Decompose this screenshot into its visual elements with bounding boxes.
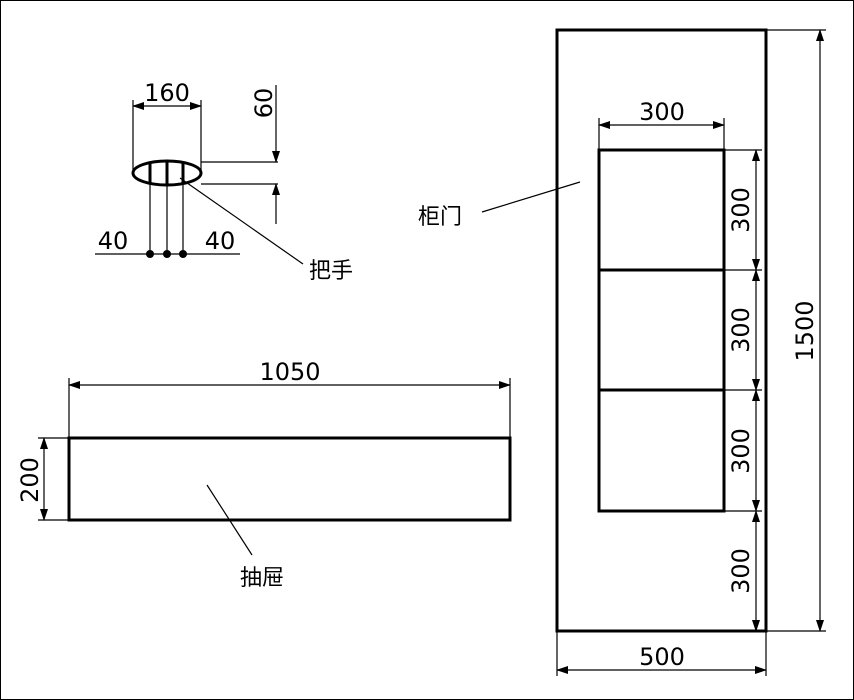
cabinet-height-dim: 1500 <box>791 300 819 361</box>
door-seg-dim-3: 300 <box>727 428 755 474</box>
drawer-rect <box>67 436 512 522</box>
door-panel-3 <box>597 388 726 513</box>
handle-height-dim: 60 <box>250 88 278 119</box>
drawer-label: 抽屉 <box>240 566 284 591</box>
handle-dim-dot-1 <box>146 250 154 258</box>
drawer-leader-line <box>206 484 253 556</box>
handle-dim-dot-3 <box>179 250 187 258</box>
door-leader-line <box>481 181 581 213</box>
handle-width-dim: 160 <box>144 79 190 107</box>
handle-leader-line <box>179 177 304 265</box>
drawer-height-dim: 200 <box>16 457 44 503</box>
drawer-group: 1050 200 抽屉 <box>16 358 512 591</box>
handle-left-offset-dim: 40 <box>98 227 129 255</box>
door-seg-dim-4: 300 <box>727 548 755 594</box>
handle-dim-dot-2 <box>163 250 171 258</box>
door-panel-2 <box>597 268 726 392</box>
door-panel-1 <box>597 148 726 272</box>
cabinet-rect <box>555 28 768 633</box>
drawer-width-dim: 1050 <box>259 358 320 386</box>
door-seg-dim-2: 300 <box>727 307 755 353</box>
door-width-dim: 300 <box>639 98 685 126</box>
cabinet-width-dim: 500 <box>639 643 685 671</box>
handle-label: 把手 <box>309 259 353 284</box>
handle-right-offset-dim: 40 <box>205 227 236 255</box>
door-label: 柜门 <box>418 205 462 230</box>
door-seg-dim-1: 300 <box>727 187 755 233</box>
handle-group: 160 60 40 40 把手 <box>95 79 353 284</box>
cabinet-group: 300 300 300 300 300 1500 500 柜门 <box>418 28 826 676</box>
